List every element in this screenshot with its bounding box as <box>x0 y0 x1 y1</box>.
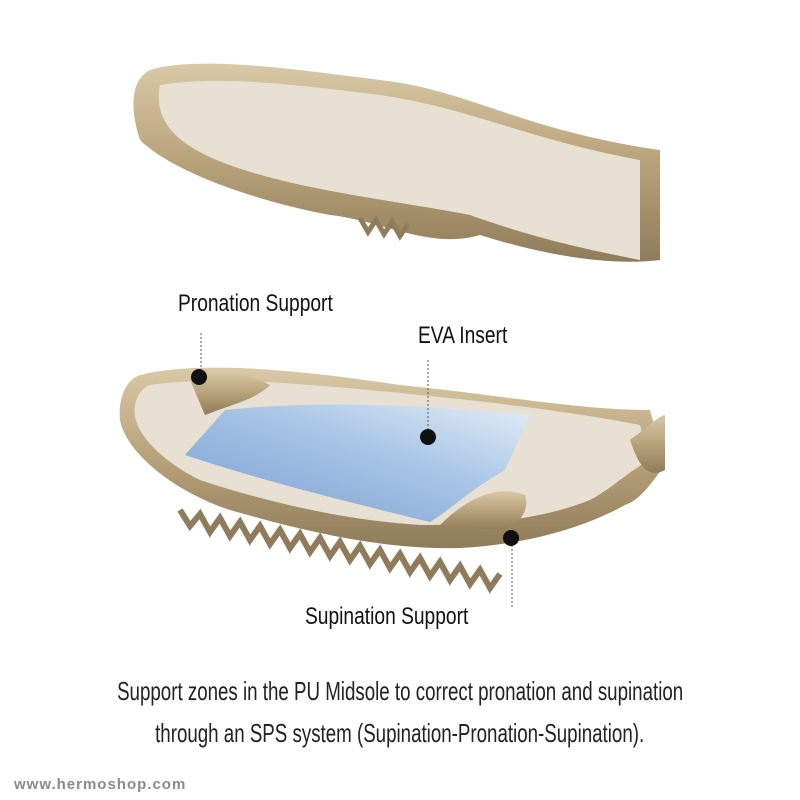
top-midsole-illustration <box>133 63 660 262</box>
watermark: www.hermoshop.com <box>14 776 187 793</box>
supination-support-label: Supination Support <box>305 603 469 630</box>
eva-dot <box>420 429 436 445</box>
caption-line-2-text: through an SPS system (Supination-Pronat… <box>155 718 645 748</box>
pronation-support-label: Pronation Support <box>178 290 333 317</box>
eva-insert-label: EVA Insert <box>418 322 508 349</box>
bottom-midsole-illustration <box>119 367 665 594</box>
supination-dot <box>503 530 519 546</box>
caption-line-1: Support zones in the PU Midsole to corre… <box>0 676 800 707</box>
caption-line-2: through an SPS system (Supination-Pronat… <box>0 718 800 749</box>
caption-line-1-text: Support zones in the PU Midsole to corre… <box>116 676 684 706</box>
pronation-dot <box>191 369 207 385</box>
